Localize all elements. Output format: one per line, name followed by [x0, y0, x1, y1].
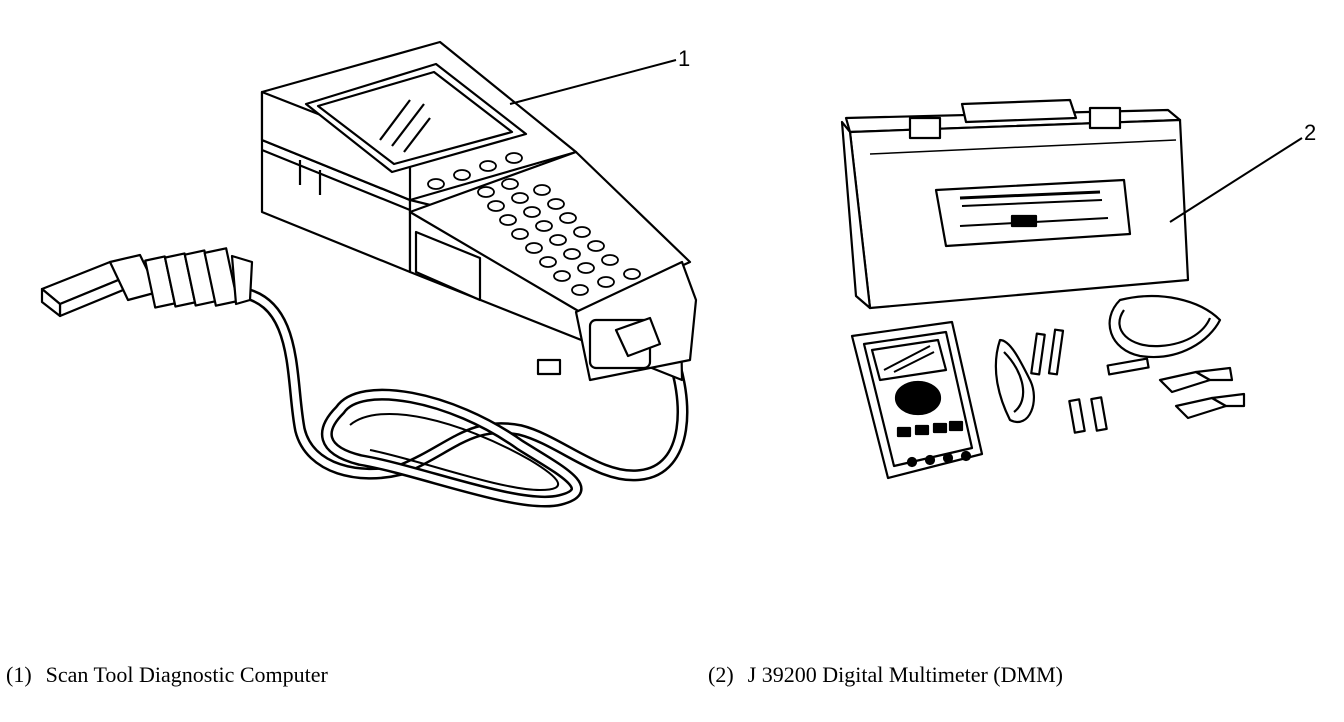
- callout-1-label: 1: [678, 46, 690, 71]
- callout-2: 2: [1169, 120, 1316, 223]
- callout-2-leader-line: [1169, 137, 1303, 223]
- multimeter-case: [840, 98, 1190, 310]
- scan-tool-illustration: [40, 40, 698, 508]
- multimeter-kit-illustration: [840, 98, 1246, 480]
- callout-1: 1: [509, 46, 690, 105]
- scan-tool-keypad: [427, 152, 641, 296]
- caption-scan-tool: (1) Scan Tool Diagnostic Computer: [6, 662, 328, 688]
- caption-multimeter: (2) J 39200 Digital Multimeter (DMM): [708, 662, 1063, 688]
- digital-multimeter: [850, 320, 984, 480]
- scan-tool-cable: [232, 286, 689, 508]
- callout-2-label: 2: [1304, 120, 1316, 145]
- dmm-display: [870, 338, 948, 382]
- dmm-rotary-dial: [894, 380, 942, 416]
- scan-tool-body: [260, 40, 698, 382]
- case-label-panel: [934, 178, 1132, 248]
- callout-1-leader-line: [509, 59, 677, 105]
- dlc-connector: [40, 247, 254, 318]
- caption-text: Scan Tool Diagnostic Computer: [45, 662, 328, 687]
- caption-number: (2): [708, 662, 734, 687]
- caption-text: J 39200 Digital Multimeter (DMM): [747, 662, 1063, 687]
- dmm-test-leads: [994, 294, 1246, 434]
- caption-number: (1): [6, 662, 32, 687]
